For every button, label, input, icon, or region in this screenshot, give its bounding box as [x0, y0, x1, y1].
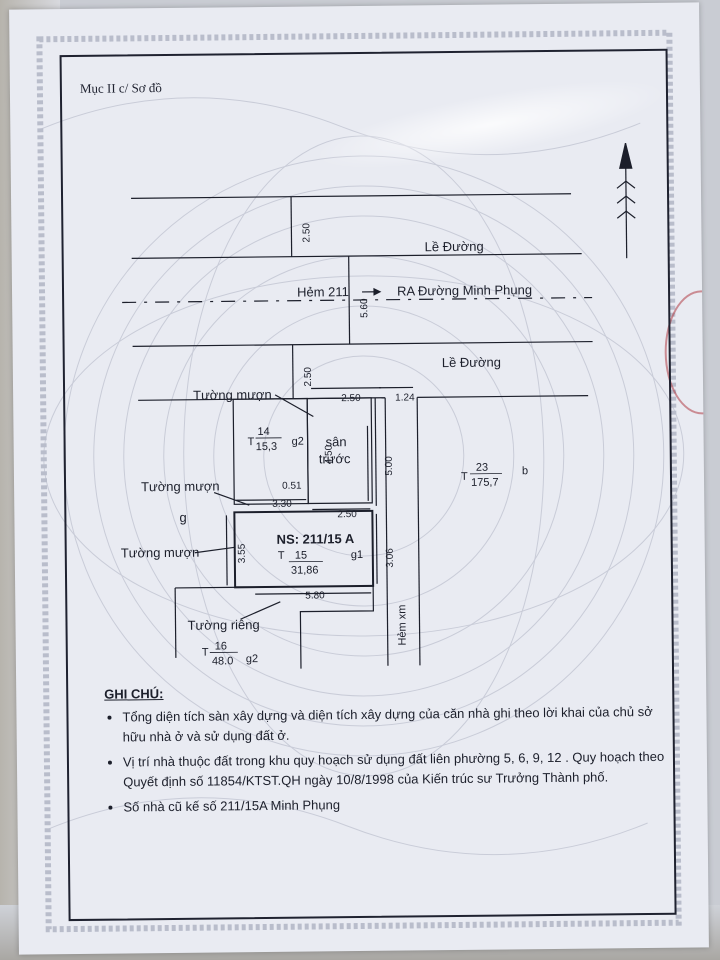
svg-text:48.0: 48.0	[212, 655, 234, 667]
certificate-sheet: Mục II c/ Sơ đồ	[9, 2, 709, 955]
dim-sidewalk-top: 2.50	[301, 223, 312, 243]
svg-text:23: 23	[476, 462, 488, 474]
svg-text:14: 14	[257, 426, 269, 438]
note-item: Tổng diện tích sàn xây dựng và diện tích…	[122, 702, 664, 748]
house-number-label: NS: 211/15 A	[277, 531, 355, 547]
dim-yard-width: 2.50	[341, 393, 361, 404]
svg-text:T: T	[461, 471, 468, 483]
front-yard-label-line1: sân	[326, 434, 347, 449]
sidewalk-bottom-label: Lề Đường	[442, 355, 501, 371]
road-line-right-front	[417, 394, 589, 398]
road-line-sidewalk-bottom	[132, 340, 593, 347]
dim-yard-width-lower: 2.50	[337, 509, 357, 520]
note-item: Số nhà cũ kế số 211/15A Minh Phụng	[123, 792, 665, 818]
alley-xm-label: Hẻm xm	[396, 605, 408, 646]
borrowed-wall-label-1: Tường mượn	[193, 387, 272, 403]
borrowed-wall-label-3: Tường mượn	[121, 545, 200, 561]
svg-text:16: 16	[215, 640, 227, 652]
private-wall-label: Tường riêng	[187, 617, 259, 633]
notes-list: Tổng diện tích sàn xây dựng và diện tích…	[104, 702, 665, 818]
dim-sidewalk-bottom: 2.50	[303, 367, 314, 387]
svg-text:T: T	[202, 647, 209, 659]
g-marker: g	[179, 510, 186, 525]
front-yard-label-line2: trước	[319, 451, 351, 466]
dim-house-depth: 3.06	[385, 548, 396, 568]
dim-road-width: 5.60	[359, 298, 370, 318]
borrowed-wall-label-2: Tường mượn	[141, 478, 220, 494]
road-line-top	[131, 193, 572, 199]
svg-text:175,7: 175,7	[471, 477, 499, 489]
dim-rear-width: 5.80	[305, 590, 325, 601]
svg-text:g2: g2	[292, 436, 304, 448]
svg-text:T: T	[278, 550, 285, 562]
svg-text:b: b	[522, 465, 528, 477]
svg-text:g1: g1	[351, 549, 363, 561]
svg-text:31,86: 31,86	[291, 564, 319, 576]
note-item: Vị trí nhà thuộc đất trong khu quy hoạch…	[123, 747, 665, 793]
dim-gap-width: 1.24	[395, 392, 415, 403]
road-line-sidewalk-top	[131, 253, 582, 259]
svg-text:15: 15	[295, 550, 307, 562]
svg-text:15,3: 15,3	[256, 441, 278, 453]
parcel-label-14: T 14 15,3 g2	[248, 426, 304, 453]
svg-text:g2: g2	[246, 653, 258, 665]
dim-depth-total: 5.00	[384, 456, 395, 476]
road-centerline	[122, 296, 593, 304]
dim-yard-depth: 4.50	[324, 444, 335, 464]
parcel-14	[232, 397, 309, 505]
dim-lot-depth: 3.55	[237, 543, 248, 563]
dim-offset: 0.51	[282, 481, 302, 492]
dim-lot-width: 3.30	[272, 499, 292, 510]
parcel-label-16: T 16 48.0 g2	[202, 640, 258, 667]
direction-label: RA Đường Minh Phụng	[397, 282, 532, 298]
sidewalk-top-label: Lề Đường	[424, 239, 483, 255]
parcel-label-23: T 23 175,7 b	[461, 462, 528, 489]
site-plan-drawing: Lề Đường Hẻm 211 RA Đường Minh Phụng Lề …	[121, 143, 636, 669]
alley-211-label: Hẻm 211	[297, 284, 349, 300]
notes-section: GHI CHÚ: Tổng diện tích sàn xây dựng và …	[104, 681, 665, 823]
svg-text:T: T	[248, 436, 255, 448]
north-arrow-icon	[616, 143, 636, 259]
parcel-label-15: T 15 31,86 g1	[278, 549, 363, 577]
guilloche-pattern	[36, 29, 685, 933]
